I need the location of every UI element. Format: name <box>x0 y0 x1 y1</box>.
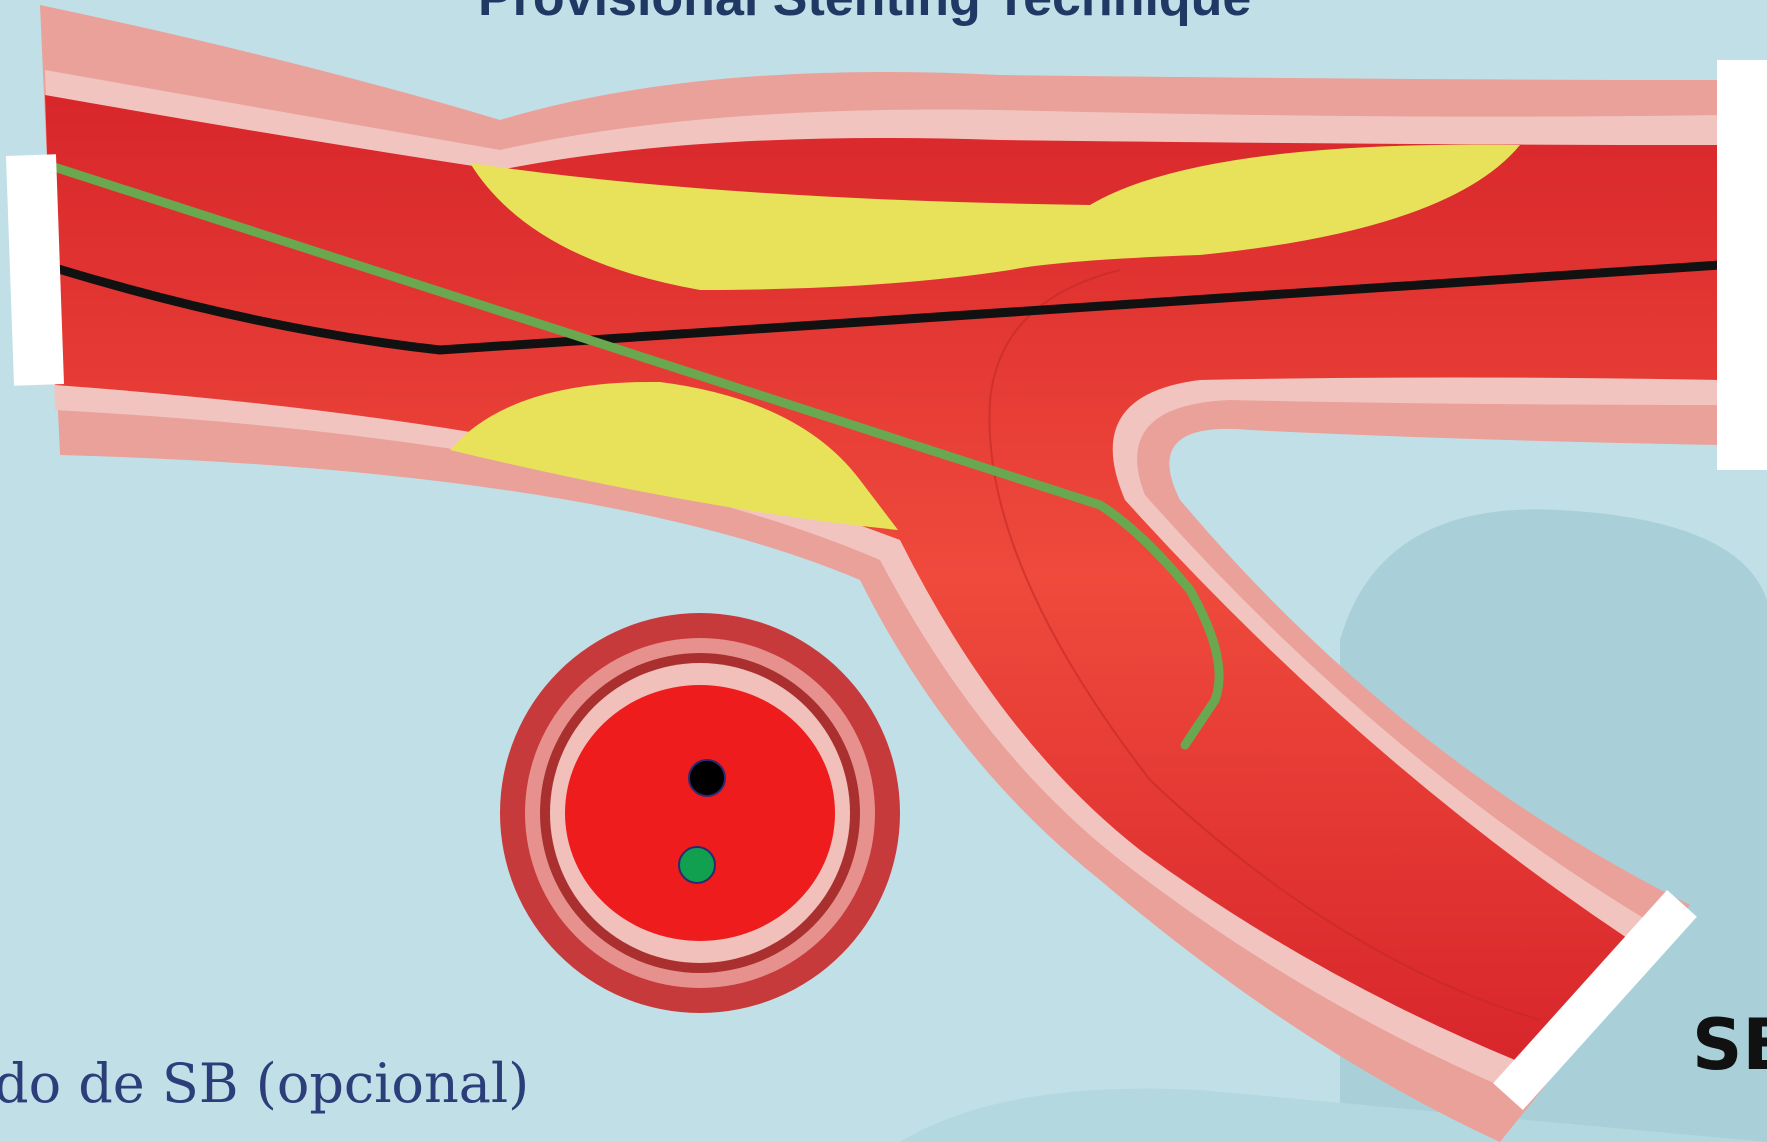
vessel-cross-section <box>500 613 900 1013</box>
caption-text: do de SB (opcional) <box>0 1052 529 1115</box>
proximal-cap <box>6 154 64 386</box>
distal-cap <box>1717 60 1767 470</box>
side-branch-label: SB <box>1692 1004 1767 1086</box>
page-title: Provisional Stenting Technique <box>478 0 1251 28</box>
side-wire-marker <box>679 847 715 883</box>
cross-section-lumen <box>565 685 835 941</box>
main-wire-marker <box>689 760 725 796</box>
